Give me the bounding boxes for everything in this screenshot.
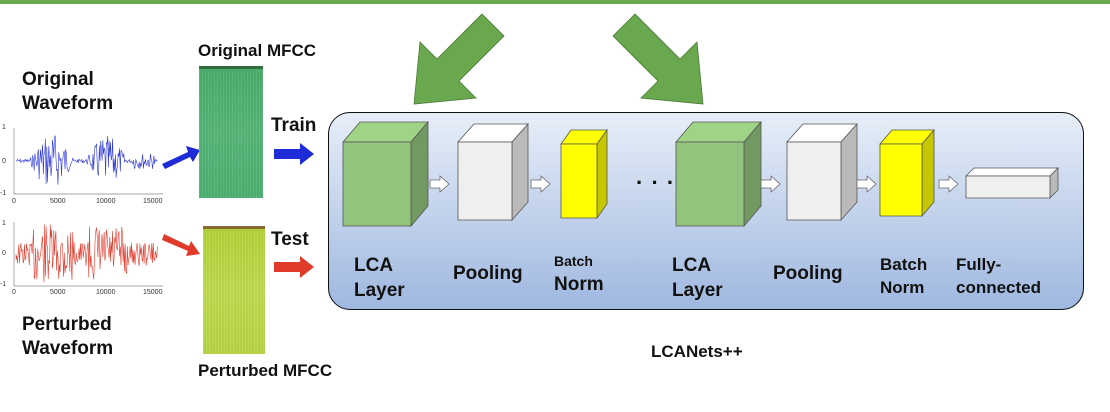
pert-xtick-0: 0: [12, 289, 16, 296]
perturbed-waveform-plot: [13, 222, 163, 287]
lca-layer-2-label-line1: LCA: [672, 255, 712, 276]
orig-arrow-shape: [162, 146, 200, 169]
train-label: Train: [271, 115, 317, 136]
lca-layer-2-block: [675, 120, 762, 228]
lca-layer-1-label-line2: Layer: [354, 280, 405, 301]
fully-connected-block: [965, 167, 1059, 199]
lcanets-title: LCANets++: [651, 342, 743, 361]
orig-xtick-2: 10000: [96, 198, 116, 205]
batch-norm-1-label-line2: Norm: [554, 274, 604, 295]
batch-norm-2-label-line2: Norm: [880, 278, 925, 297]
connector-3: [760, 175, 781, 193]
orig-to-mfcc-arrow: [162, 146, 200, 169]
orig-xtick-3: 15000: [143, 198, 163, 205]
connector-4: [856, 175, 877, 193]
orig-ytick-bot: -1: [0, 190, 7, 197]
pert-ytick-top: 1: [2, 220, 6, 227]
connector-1: [429, 175, 450, 193]
connector-2: [530, 175, 551, 193]
pooling-1-block: [457, 122, 529, 222]
pooling-1-label: Pooling: [453, 263, 523, 284]
orig-xtick-0: 0: [12, 198, 16, 205]
batch-norm-1-block: [560, 128, 608, 220]
original-waveform-trace: [15, 135, 158, 185]
orig-ytick-mid: 0: [2, 158, 6, 165]
pooling-2-block: [786, 122, 858, 222]
lca-layer-1-block: [342, 120, 429, 228]
train-arrow-shape: [274, 143, 314, 165]
perturbed-mfcc-label: Perturbed MFCC: [198, 361, 333, 380]
fully-connected-label-line1: Fully-: [956, 255, 1002, 274]
pert-arrow-shape: [162, 234, 200, 256]
ellipsis: · · ·: [636, 170, 676, 195]
test-arrow: [274, 256, 314, 278]
train-arrow: [274, 143, 314, 165]
orig-xtick-1: 5000: [50, 198, 66, 205]
test-arrow-shape: [274, 256, 314, 278]
original-waveform-plot: [13, 128, 163, 195]
fully-connected-label-line2: connected: [956, 278, 1042, 297]
pert-ytick-mid: 0: [2, 250, 6, 257]
pert-to-mfcc-arrow: [162, 234, 200, 256]
perturbed-waveform-trace: [15, 224, 158, 283]
original-waveform-label-line2: Waveform: [22, 93, 114, 114]
pert-xtick-2: 10000: [96, 289, 116, 296]
pert-ytick-bot: -1: [0, 281, 7, 288]
pert-xtick-3: 15000: [143, 289, 163, 296]
lca-layer-1-label-line1: LCA: [354, 255, 394, 276]
original-mfcc-image: [199, 66, 263, 198]
big-down-left-arrow: [413, 13, 505, 105]
perturbed-waveform-label-line1: Perturbed: [22, 314, 112, 335]
original-waveform-label-line1: Original: [22, 69, 94, 90]
connector-5: [938, 175, 959, 193]
perturbed-waveform-label-line2: Waveform: [22, 338, 114, 359]
test-label: Test: [271, 229, 309, 250]
lca-layer-2-label-line2: Layer: [672, 280, 723, 301]
batch-norm-2-block: [879, 128, 935, 218]
pooling-2-label: Pooling: [773, 263, 843, 284]
pert-xtick-1: 5000: [50, 289, 66, 296]
orig-ytick-top: 1: [2, 124, 6, 131]
big-arrow-right-shape: [612, 13, 704, 105]
top-accent-bar: [0, 0, 1110, 4]
big-down-right-arrow: [612, 13, 704, 105]
perturbed-mfcc-image: [203, 226, 265, 354]
original-mfcc-label: Original MFCC: [198, 41, 317, 60]
big-arrow-left-shape: [413, 13, 505, 105]
batch-norm-2-label-line1: Batch: [880, 255, 928, 274]
batch-norm-1-label-line1: Batch: [554, 253, 593, 269]
